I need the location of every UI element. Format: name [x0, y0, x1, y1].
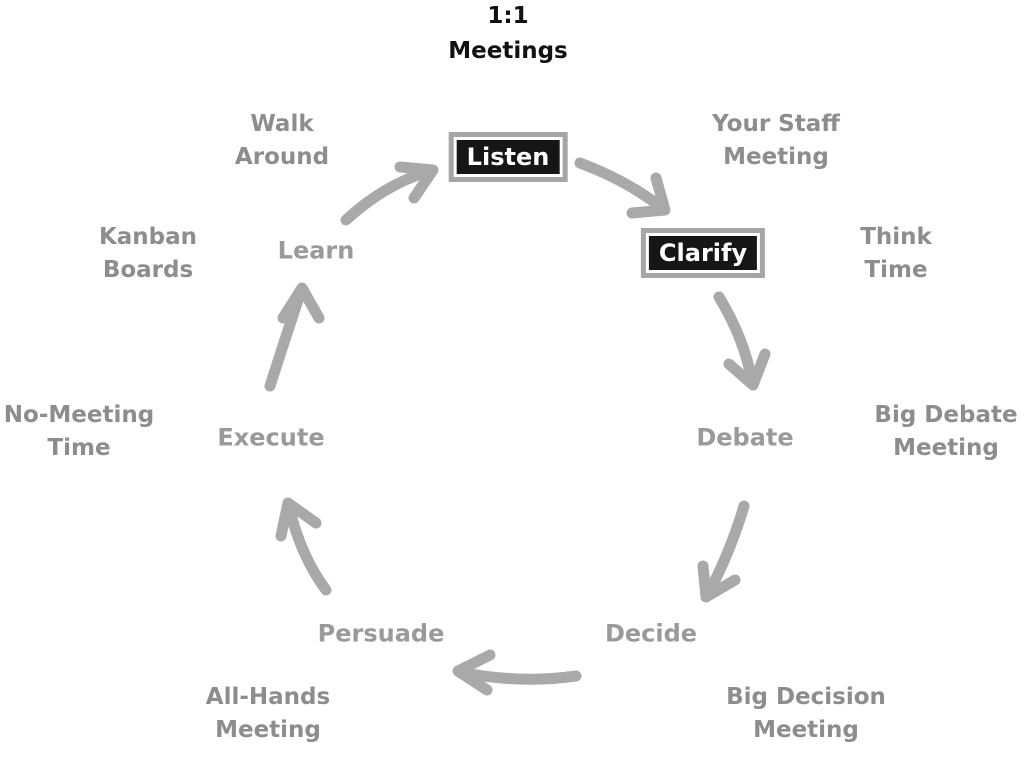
meeting-no-meeting-time: No-Meeting Time — [3, 402, 155, 461]
meeting-think-time: Think Time — [860, 224, 932, 283]
meeting-your-staff: Your Staff Meeting — [712, 111, 840, 170]
arrow-debate-to-decide — [697, 500, 750, 603]
arrow-learn-to-listen — [340, 161, 439, 226]
stage-execute: Execute — [217, 423, 325, 452]
meeting-walk-around: Walk Around — [234, 111, 330, 170]
stage-persuade: Persuade — [317, 619, 445, 648]
stage-learn: Learn — [277, 236, 355, 265]
stage-decide: Decide — [604, 619, 698, 648]
meeting-big-decision: Big Decision Meeting — [726, 684, 886, 743]
stage-debate: Debate — [696, 423, 794, 452]
arrow-persuade-to-execute — [275, 497, 332, 596]
stage-clarify: Clarify — [640, 228, 766, 278]
meeting-kanban-boards: Kanban Boards — [98, 224, 198, 283]
arrow-clarify-to-debate — [713, 291, 771, 391]
arrow-execute-to-learn — [264, 282, 325, 392]
stage-listen: Listen — [448, 132, 568, 182]
meeting-all-hands: All-Hands Meeting — [205, 684, 331, 743]
title-one-on-one-meetings: 1:1 Meetings — [448, 3, 568, 64]
meeting-big-debate: Big Debate Meeting — [874, 402, 1018, 461]
arrow-listen-to-clarify — [574, 157, 671, 219]
arrow-decide-to-persuade — [452, 649, 582, 696]
